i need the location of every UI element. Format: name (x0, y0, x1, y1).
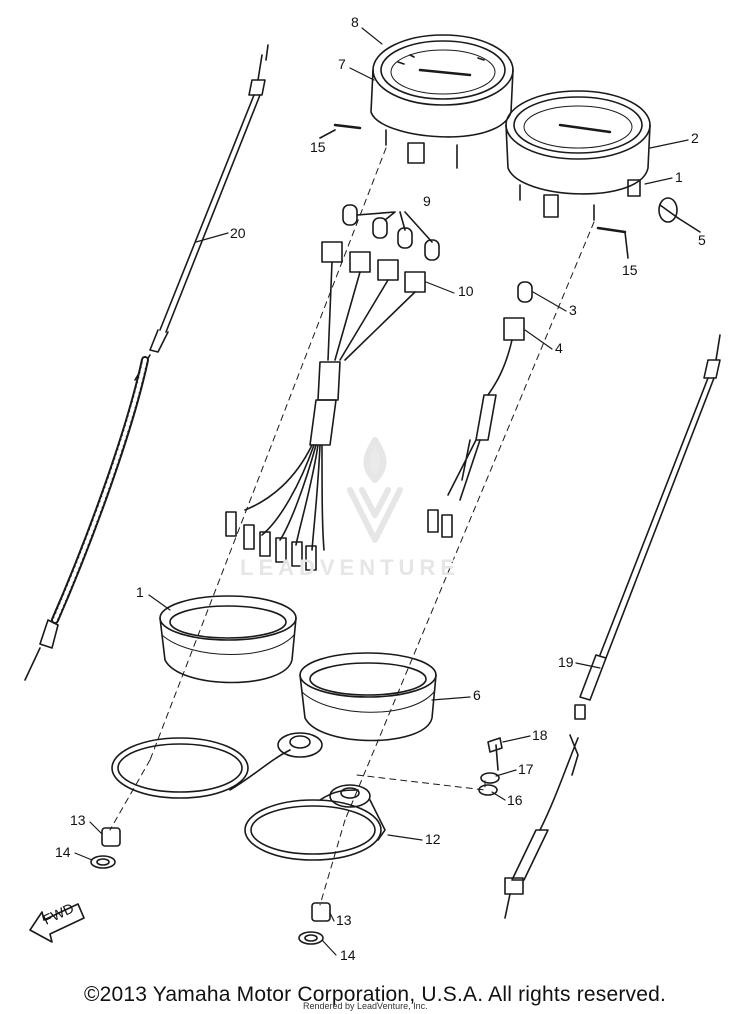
callout-13-left: 13 (70, 812, 86, 828)
indicator-socket (427, 281, 533, 538)
callout-3: 3 (569, 302, 577, 318)
callout-6: 6 (473, 687, 481, 703)
callout-labels: 8 7 2 1 5 15 15 9 10 3 4 20 1 6 19 18 17… (41, 14, 706, 963)
callout-19: 19 (558, 654, 574, 670)
callout-18: 18 (532, 727, 548, 743)
callout-7: 7 (338, 56, 346, 72)
callout-16: 16 (507, 792, 523, 808)
callout-1-cushion: 1 (136, 584, 144, 600)
leader-lines (74, 27, 689, 956)
meter-cushion-left (159, 595, 297, 684)
speedometer-assembly (505, 90, 651, 221)
tachometer-cable (24, 44, 269, 681)
callout-15-top: 15 (310, 139, 326, 155)
callout-10: 10 (458, 283, 474, 299)
callout-4: 4 (555, 340, 563, 356)
callout-14-left: 14 (55, 844, 71, 860)
direction-arrow-icon (29, 903, 85, 943)
callout-14-bottom: 14 (340, 947, 356, 963)
watermark-text: LEADVENTURE (240, 555, 461, 580)
copyright-notice: ©2013 Yamaha Motor Corporation, U.S.A. A… (83, 983, 667, 1006)
watermark-logo-icon (347, 437, 403, 543)
tachometer-assembly (370, 34, 514, 169)
meter-bracket (111, 732, 386, 861)
callout-12: 12 (425, 831, 441, 847)
callout-9: 9 (423, 193, 431, 209)
meter-cushion-right (299, 652, 437, 742)
drive-gear-part (658, 197, 701, 233)
rendered-by-note: Rendered by LeadVenture, Inc. (303, 1001, 428, 1011)
callout-8: 8 (351, 14, 359, 30)
socket-harness (225, 241, 426, 571)
speedometer-cable (504, 334, 721, 919)
callout-1-speedo: 1 (675, 169, 683, 185)
callout-2: 2 (691, 130, 699, 146)
callout-20: 20 (230, 225, 246, 241)
callout-17: 17 (518, 761, 534, 777)
callout-5: 5 (698, 232, 706, 248)
bulbs-group (342, 204, 440, 261)
callout-13-bottom: 13 (336, 912, 352, 928)
assembly-guides (109, 147, 595, 906)
callout-15-right: 15 (622, 262, 638, 278)
